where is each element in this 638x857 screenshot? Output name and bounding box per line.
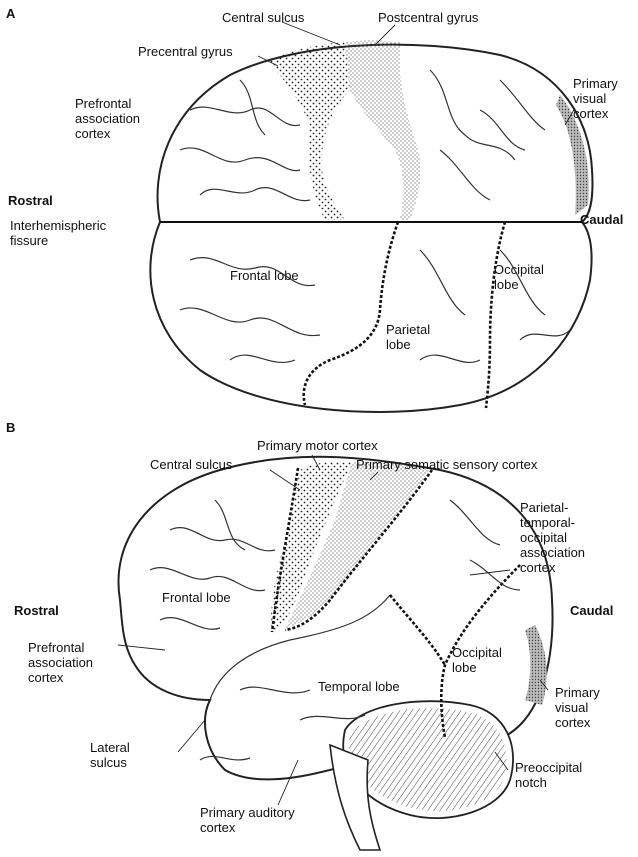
label-primary-motor-cortex: Primary motor cortex	[257, 438, 378, 453]
label-parietal-lobe-a: Parietal lobe	[386, 322, 430, 352]
label-occipital-lobe-a: Occipital lobe	[494, 262, 544, 292]
label-central-sulcus-b: Central sulcus	[150, 457, 232, 472]
label-lateral-sulcus: Lateral sulcus	[90, 740, 130, 770]
label-postcentral-gyrus-a: Postcentral gyrus	[378, 10, 478, 25]
label-frontal-lobe-a: Frontal lobe	[230, 268, 299, 283]
label-preoccipital-notch: Preoccipital notch	[515, 760, 582, 790]
label-prefrontal-association-b: Prefrontal association cortex	[28, 640, 93, 685]
leader-lateral-sulcus	[178, 720, 205, 752]
label-prefrontal-association-a: Prefrontal association cortex	[75, 96, 140, 141]
label-temporal-lobe-b: Temporal lobe	[318, 679, 400, 694]
label-occipital-lobe-b: Occipital lobe	[452, 645, 502, 675]
label-caudal-b: Caudal	[570, 603, 613, 618]
label-primary-visual-a: Primary visual cortex	[573, 76, 618, 121]
label-primary-auditory-cortex: Primary auditory cortex	[200, 805, 295, 835]
label-parietal-temporal-occipital: Parietal- temporal- occipital associatio…	[520, 500, 585, 575]
panel-b-letter: B	[6, 420, 15, 435]
label-interhemispheric-fissure: Interhemispheric fissure	[10, 218, 106, 248]
right-hemisphere-outline	[150, 222, 591, 412]
label-primary-somatic-sensory-cortex: Primary somatic sensory cortex	[356, 457, 537, 472]
panel-a-letter: A	[6, 6, 15, 21]
label-frontal-lobe-b: Frontal lobe	[162, 590, 231, 605]
label-rostral-b: Rostral	[14, 603, 59, 618]
label-precentral-gyrus-a: Precentral gyrus	[138, 44, 233, 59]
panel-a-brain	[150, 22, 592, 412]
label-caudal-a: Caudal	[580, 212, 623, 227]
leader-central-sulcus-a	[282, 22, 340, 45]
label-primary-visual-b: Primary visual cortex	[555, 685, 600, 730]
label-rostral-a: Rostral	[8, 193, 53, 208]
label-central-sulcus-a: Central sulcus	[222, 10, 304, 25]
